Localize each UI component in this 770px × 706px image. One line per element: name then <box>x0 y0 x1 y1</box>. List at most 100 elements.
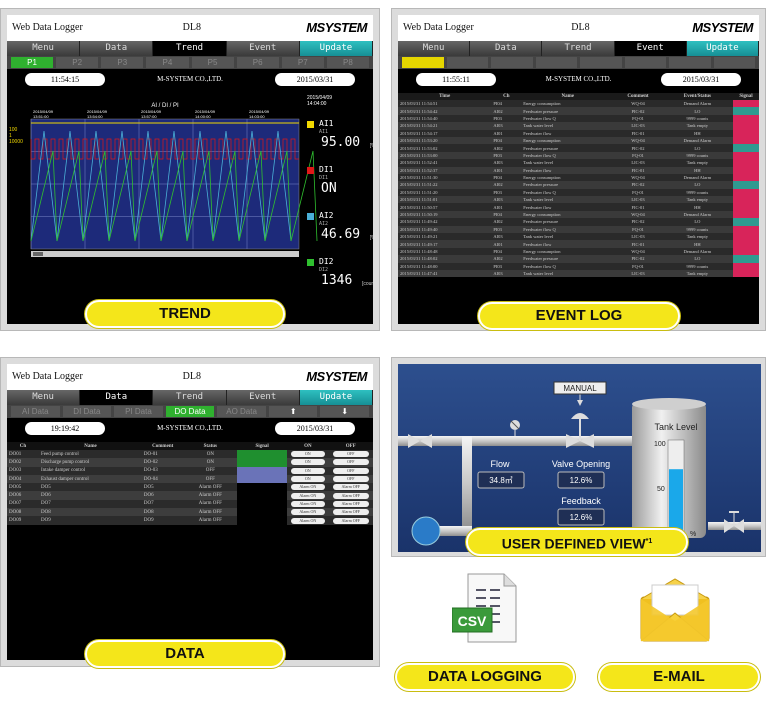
date-display: 2015/03/31 <box>275 73 355 86</box>
tab-event[interactable]: Event <box>614 41 687 56</box>
tab-update[interactable]: Update <box>686 41 759 56</box>
table-cell: Energy consumption <box>521 136 615 145</box>
main-tabs: Menu Data Trend Event Update <box>398 41 759 56</box>
subtab-di-data[interactable]: DI Data <box>62 406 112 417</box>
table-cell: DO5 <box>38 483 142 492</box>
off-button[interactable]: Alarm OFF <box>332 517 369 524</box>
subtab-6[interactable] <box>624 57 666 68</box>
on-button[interactable]: Alarm ON <box>291 509 325 516</box>
tab-menu[interactable]: Menu <box>398 41 471 56</box>
off-button[interactable]: Alarm OFF <box>332 509 369 516</box>
subtab-p1[interactable]: P1 <box>11 57 54 68</box>
scroll-thumb[interactable] <box>33 252 43 256</box>
tab-update[interactable]: Update <box>299 41 373 56</box>
off-button[interactable]: OFF <box>332 467 369 474</box>
off-button[interactable]: OFF <box>332 451 369 458</box>
on-button[interactable]: ON <box>291 459 325 466</box>
control-valve-icon[interactable] <box>566 394 594 448</box>
table-cell: Demand Alarm <box>661 247 733 256</box>
table-cell: Feedwater flow <box>521 240 615 248</box>
tab-data[interactable]: Data <box>80 390 154 405</box>
tab-event[interactable]: Event <box>226 390 300 405</box>
tab-menu[interactable]: Menu <box>7 390 81 405</box>
scrollbar[interactable] <box>31 251 299 257</box>
channel-sub: AI1 <box>319 129 329 135</box>
page-down-icon[interactable]: ⬇ <box>320 406 370 417</box>
subtab-p2[interactable]: P2 <box>56 57 99 68</box>
gate-valve-icon <box>510 420 520 436</box>
subtab-p3[interactable]: P3 <box>101 57 144 68</box>
subtab-3[interactable] <box>491 57 533 68</box>
on-button[interactable]: ON <box>291 451 325 458</box>
off-button[interactable]: Alarm OFF <box>332 492 369 499</box>
subtab-4[interactable] <box>535 57 577 68</box>
subtab-pi-data[interactable]: PI Data <box>114 406 163 417</box>
page-up-icon[interactable]: ⬆ <box>268 406 318 417</box>
subtab-p4[interactable]: P4 <box>146 57 189 68</box>
footnote-marker: *1 <box>645 538 653 545</box>
table-cell: AI03 <box>491 122 522 130</box>
tab-menu[interactable]: Menu <box>7 41 81 56</box>
on-button[interactable]: Alarm ON <box>291 492 325 499</box>
subtab-ai-data[interactable]: AI Data <box>11 406 60 417</box>
subtab-1[interactable] <box>402 57 444 68</box>
column-header: Name <box>38 442 142 450</box>
tab-trend[interactable]: Trend <box>542 41 615 56</box>
channel-color-swatch <box>307 121 314 128</box>
tab-event[interactable]: Event <box>226 41 300 56</box>
subtab-p6[interactable]: P6 <box>236 57 279 68</box>
subtab-8[interactable] <box>713 57 755 68</box>
off-button[interactable]: Alarm OFF <box>332 500 369 507</box>
on-button[interactable]: Alarm ON <box>291 517 325 524</box>
signal-cell <box>733 262 759 270</box>
off-button[interactable]: OFF <box>332 459 369 466</box>
off-button[interactable]: Alarm OFF <box>332 484 369 491</box>
subtab-5[interactable] <box>580 57 622 68</box>
tab-data[interactable]: Data <box>80 41 154 56</box>
table-cell: PI04 <box>491 173 522 182</box>
tab-update[interactable]: Update <box>299 390 373 405</box>
manual-button[interactable] <box>553 381 607 395</box>
subtab-p5[interactable]: P5 <box>191 57 234 68</box>
tab-trend[interactable]: Trend <box>153 390 227 405</box>
subtab-p8[interactable]: P8 <box>326 57 369 68</box>
on-button[interactable]: Alarm ON <box>291 500 325 507</box>
on-button[interactable]: ON <box>291 476 325 483</box>
subtab-p7[interactable]: P7 <box>281 57 324 68</box>
subtab-do-data[interactable]: DO Data <box>165 406 215 417</box>
channel-name: AI2 <box>319 211 334 220</box>
on-button[interactable]: ON <box>291 467 325 474</box>
subtab-7[interactable] <box>669 57 711 68</box>
subtab-ao-data[interactable]: AO Data <box>217 406 266 417</box>
tab-data[interactable]: Data <box>470 41 543 56</box>
subtab-2[interactable] <box>446 57 488 68</box>
signal-cell <box>733 122 759 130</box>
on-button[interactable]: Alarm ON <box>291 484 325 491</box>
off-button[interactable]: OFF <box>332 476 369 483</box>
tab-trend[interactable]: Trend <box>153 41 227 56</box>
